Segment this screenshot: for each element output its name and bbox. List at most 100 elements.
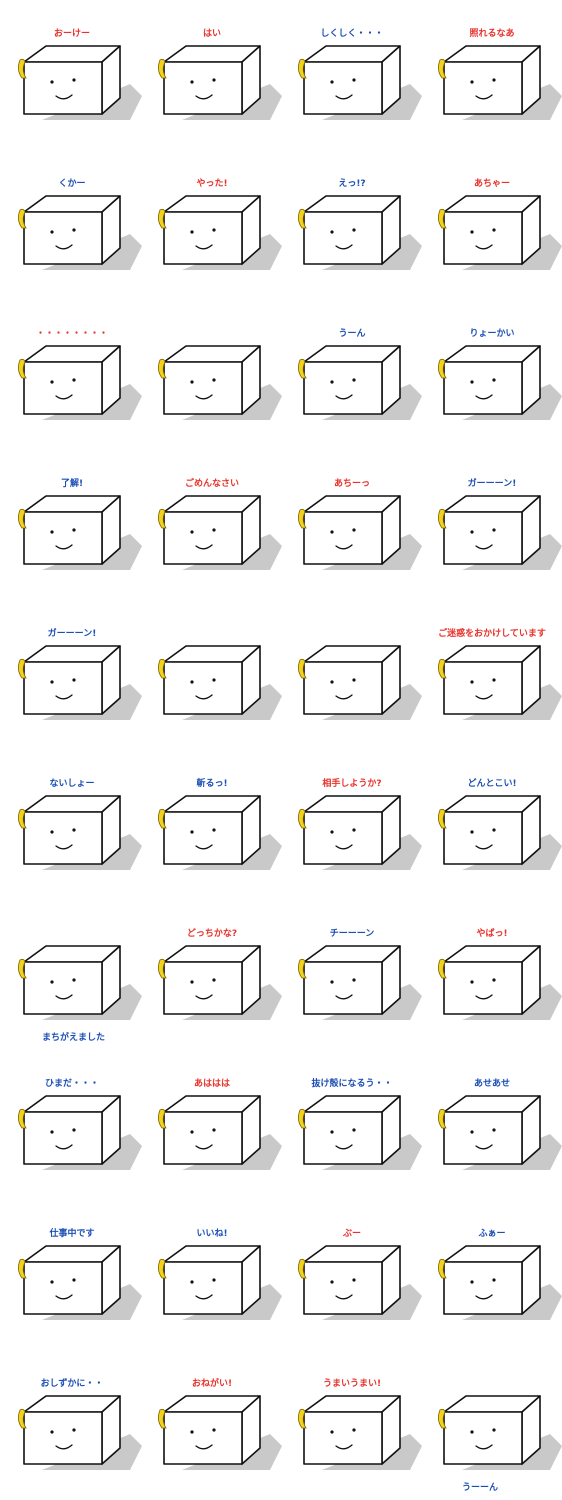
left-eye	[50, 830, 54, 834]
box-front	[443, 211, 523, 265]
sticker-34[interactable]: いいね!	[142, 1200, 282, 1350]
okay-sticker-icon: おーけー	[18, 28, 142, 120]
sticker-25[interactable]: まちがえました	[2, 900, 142, 1050]
sticker-6[interactable]: やった!	[142, 150, 282, 300]
arm	[438, 958, 447, 979]
box-front	[23, 211, 103, 265]
mouth	[195, 544, 213, 550]
sticker-40[interactable]: うーーん	[422, 1350, 562, 1500]
mouth	[195, 844, 213, 850]
right-eye	[72, 228, 76, 232]
sticker-caption: あちーっ	[334, 478, 370, 489]
sticker-31[interactable]: 抜け殻になるう・・	[282, 1050, 422, 1200]
sticker-23[interactable]: 相手しようか?	[282, 750, 422, 900]
left-eye	[190, 1130, 194, 1134]
sticker-11[interactable]: うーん	[282, 300, 422, 450]
right-eye	[352, 678, 356, 682]
left-eye	[470, 230, 474, 234]
left-eye	[330, 1280, 334, 1284]
box-front	[443, 1411, 523, 1465]
sticker-10[interactable]	[142, 300, 282, 450]
sticker-2[interactable]: はい	[142, 0, 282, 150]
left-eye	[330, 230, 334, 234]
right-eye	[72, 78, 76, 82]
arm	[18, 208, 27, 229]
arm	[438, 1258, 447, 1279]
sticker-caption: ガーーーン!	[48, 627, 97, 639]
sticker-5[interactable]: くかー	[2, 150, 142, 300]
box-front	[443, 511, 523, 565]
sticker-24[interactable]: どんとこい!	[422, 750, 562, 900]
right-eye	[72, 1128, 76, 1132]
box-front	[163, 61, 243, 115]
sticker-15[interactable]: あちーっ	[282, 450, 422, 600]
sticker-39[interactable]: うまいうまい!	[282, 1350, 422, 1500]
sticker-17[interactable]: ガーーーン!	[2, 600, 142, 750]
box-front	[303, 1111, 383, 1165]
right-eye	[72, 978, 76, 982]
samurai-sticker-icon: 斬るっ!	[158, 777, 282, 870]
left-eye	[330, 980, 334, 984]
sticker-caption: えっ!?	[338, 178, 365, 189]
left-eye	[330, 1430, 334, 1434]
sticker-30[interactable]: あははは	[142, 1050, 282, 1200]
arm	[158, 1408, 167, 1429]
sticker-35[interactable]: ぶー	[282, 1200, 422, 1350]
left-eye	[50, 680, 54, 684]
blank-sticker-icon: チーーーン	[298, 928, 422, 1020]
sticker-21[interactable]: ないしょー	[2, 750, 142, 900]
arm	[158, 208, 167, 229]
sticker-4[interactable]: 照れるなあ	[422, 0, 562, 150]
box-front	[23, 361, 103, 415]
sticker-caption: ご迷惑をおかけしています	[438, 627, 546, 639]
sticker-caption: 斬るっ!	[196, 777, 227, 789]
empty-shell-sticker-icon: 抜け殻になるう・・	[298, 1077, 422, 1170]
mouth	[335, 844, 353, 850]
mouth	[335, 994, 353, 1000]
left-eye	[470, 1430, 474, 1434]
left-eye	[190, 980, 194, 984]
sticker-38[interactable]: おねがい!	[142, 1350, 282, 1500]
arm	[18, 358, 27, 379]
sticker-16[interactable]: ガーーーン!	[422, 450, 562, 600]
sticker-8[interactable]: あちゃー	[422, 150, 562, 300]
sticker-3[interactable]: しくしく・・・	[282, 0, 422, 150]
hooray-sticker-icon: やった!	[158, 178, 282, 270]
mouth	[475, 244, 493, 250]
sticker-12[interactable]: りょーかい	[422, 300, 562, 450]
sticker-9[interactable]: ・・・・・・・・	[2, 300, 142, 450]
sticker-7[interactable]: えっ!?	[282, 150, 422, 300]
sticker-13[interactable]: 了解!	[2, 450, 142, 600]
right-eye	[492, 78, 496, 82]
sticker-caption: チーーーン	[330, 928, 375, 939]
sticker-caption: ごめんなさい	[185, 477, 239, 489]
arm	[298, 1258, 307, 1279]
sticker-27[interactable]: チーーーン	[282, 900, 422, 1050]
sticker-32[interactable]: あせあせ	[422, 1050, 562, 1200]
box-front	[23, 661, 103, 715]
sticker-26[interactable]: どっちかな?	[142, 900, 282, 1050]
sticker-22[interactable]: 斬るっ!	[142, 750, 282, 900]
box-front	[303, 361, 383, 415]
box-front	[23, 811, 103, 865]
sticker-29[interactable]: ひまだ・・・	[2, 1050, 142, 1200]
sticker-19[interactable]	[282, 600, 422, 750]
sticker-14[interactable]: ごめんなさい	[142, 450, 282, 600]
sticker-33[interactable]: 仕事中です	[2, 1200, 142, 1350]
yes-sticker-icon: はい	[158, 28, 282, 120]
sticker-18[interactable]	[142, 600, 282, 750]
sticker-28[interactable]: やばっ!	[422, 900, 562, 1050]
box-front	[163, 1111, 243, 1165]
arm	[18, 1408, 27, 1429]
arm	[298, 508, 307, 529]
sticker-20[interactable]: ご迷惑をおかけしています	[422, 600, 562, 750]
mouth	[55, 994, 73, 1000]
sticker-caption: どっちかな?	[187, 927, 237, 939]
sticker-caption: 抜け殻になるう・・	[311, 1077, 392, 1089]
mouth	[475, 1294, 493, 1300]
sticker-36[interactable]: ふぁー	[422, 1200, 562, 1350]
arm	[158, 508, 167, 529]
arm	[158, 958, 167, 979]
sticker-37[interactable]: おしずかに・・	[2, 1350, 142, 1500]
sticker-1[interactable]: おーけー	[2, 0, 142, 150]
